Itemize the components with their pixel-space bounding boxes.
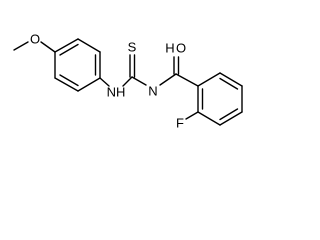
- bond-ring2-a: [197, 72, 221, 87]
- bond-ring1-a: [54, 38, 79, 53]
- bond-ring2-b: [219, 72, 243, 87]
- atom-h-oh: H: [165, 41, 174, 56]
- bond-methyl-o: [13, 41, 29, 51]
- atom-f-fluoro: F: [176, 116, 184, 131]
- atom-o-methoxy: O: [30, 32, 40, 47]
- bond-cs-n: [131, 76, 147, 86]
- bond-n-carbonyl: [159, 73, 177, 86]
- bond-o-ring1: [40, 41, 56, 53]
- bond-nh-cs: [122, 76, 133, 87]
- bond-ring1-d: [77, 77, 101, 92]
- bond-carbonyl-ring2: [175, 73, 199, 87]
- bond-ring2-double-1: [219, 77, 239, 90]
- bond-ring1-nh: [99, 77, 110, 87]
- bond-ring1-b: [77, 38, 101, 53]
- atom-o-carbonyl: O: [176, 41, 186, 56]
- bond-ring2-d: [219, 111, 243, 126]
- bond-ring1-e: [54, 77, 79, 92]
- bond-ring1-double-1: [59, 43, 79, 56]
- atom-nh-left: NH: [107, 85, 126, 100]
- atom-s-thione: S: [128, 40, 137, 55]
- bond-ring2-f-atom: [185, 111, 199, 120]
- molecule-structure: O NH S N H O F: [13, 32, 243, 131]
- atom-n-imide: N: [148, 84, 157, 99]
- bond-ring1-double-3: [59, 74, 79, 87]
- bond-ring2-e: [197, 111, 221, 126]
- bond-ring2-double-2: [219, 108, 239, 121]
